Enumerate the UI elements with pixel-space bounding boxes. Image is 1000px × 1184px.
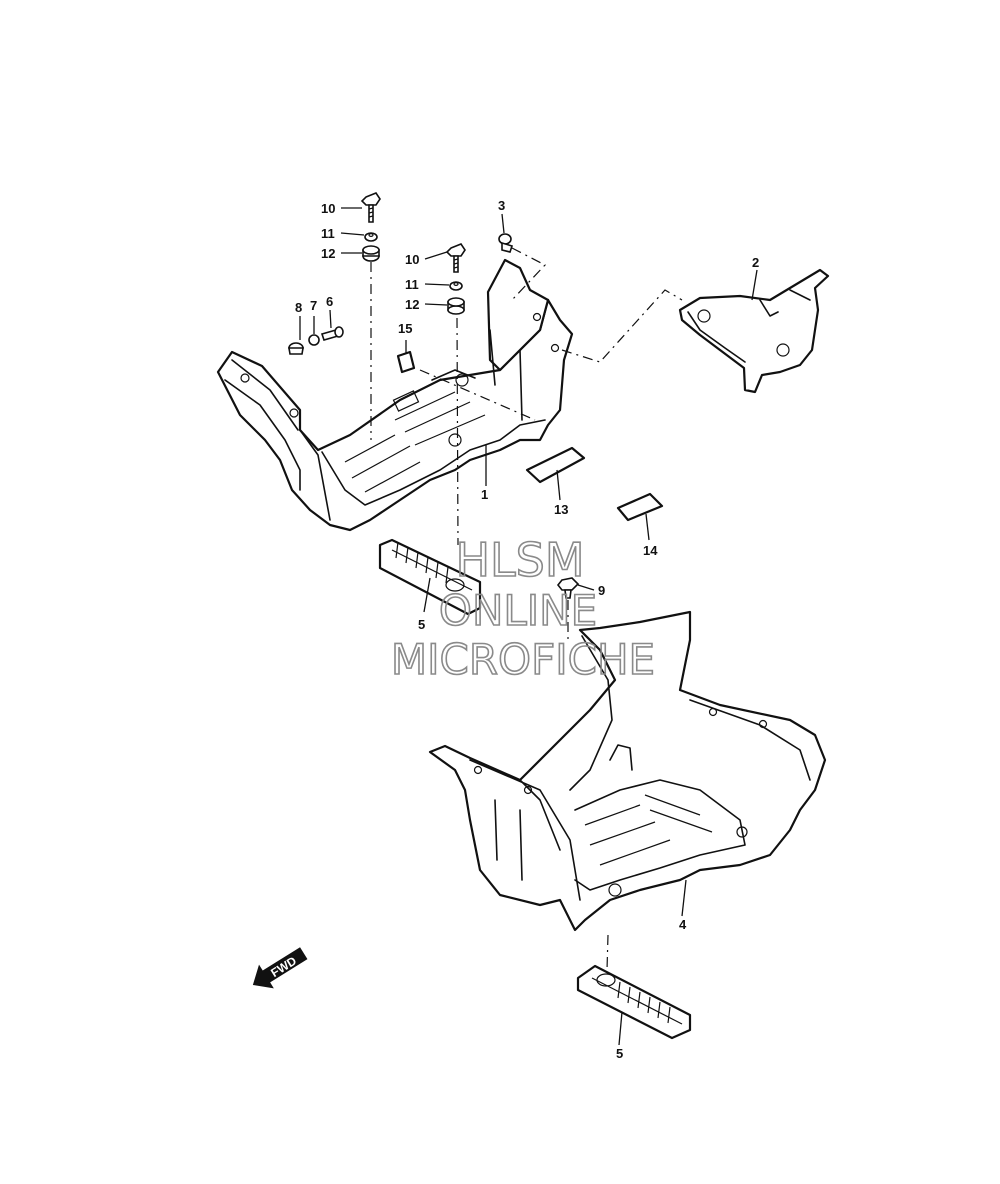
part-15-pad <box>396 350 416 374</box>
part-13-pad <box>525 446 586 484</box>
callout-13: 13 <box>554 502 568 517</box>
hardware-washer-11-right <box>449 281 463 291</box>
callout-10-right: 10 <box>405 252 419 267</box>
hardware-clip-3 <box>498 233 514 253</box>
fwd-arrow-icon: FWD <box>252 947 308 989</box>
callout-12-right: 12 <box>405 297 419 312</box>
callout-5-upper: 5 <box>418 617 425 632</box>
part-1-footrest-panel <box>216 258 574 532</box>
part-5-footrest-rubber-lower <box>576 964 692 1040</box>
watermark-line-2: ONLINE <box>439 586 597 635</box>
callout-15: 15 <box>398 321 412 336</box>
watermark-line-3: MICROFICHE <box>391 635 655 684</box>
callout-14: 14 <box>643 543 658 558</box>
callout-7: 7 <box>310 298 317 313</box>
reference-lines <box>370 247 683 971</box>
leader-lines <box>299 207 758 1046</box>
hardware-nut-9 <box>556 577 580 599</box>
callout-1: 1 <box>481 487 488 502</box>
hardware-collar-12-right <box>447 297 465 315</box>
callout-8: 8 <box>295 300 302 315</box>
hardware-washer-11-left <box>364 232 378 242</box>
part-5-footrest-rubber-upper <box>378 538 482 616</box>
hardware-screw-6 <box>320 326 344 341</box>
callout-10-left: 10 <box>321 201 335 216</box>
callout-3: 3 <box>498 198 505 213</box>
callout-12-left: 12 <box>321 246 335 261</box>
callout-11-right: 11 <box>405 277 419 292</box>
hardware-bolt-10-left <box>360 192 381 223</box>
hardware-grommet-8 <box>288 342 304 355</box>
watermark: HLSM ONLINE MICROFICHE <box>390 532 656 685</box>
hardware-bolt-10-right <box>445 243 466 273</box>
callout-5-lower: 5 <box>616 1046 623 1061</box>
callout-2: 2 <box>752 255 759 270</box>
callout-6: 6 <box>326 294 333 309</box>
hardware-collar-12-left <box>362 245 380 262</box>
callout-numbers: 1 2 3 4 5 5 6 7 8 9 10 11 12 10 11 12 13… <box>295 198 759 1061</box>
part-2-side-shield <box>678 268 830 394</box>
callout-11-left: 11 <box>321 226 335 241</box>
watermark-line-1: HLSM <box>455 533 584 587</box>
hardware-washer-7 <box>308 334 320 346</box>
callout-4: 4 <box>679 917 687 932</box>
part-14-pad <box>616 492 664 522</box>
callout-9: 9 <box>598 583 605 598</box>
part-4-footrest-panel <box>428 610 827 932</box>
